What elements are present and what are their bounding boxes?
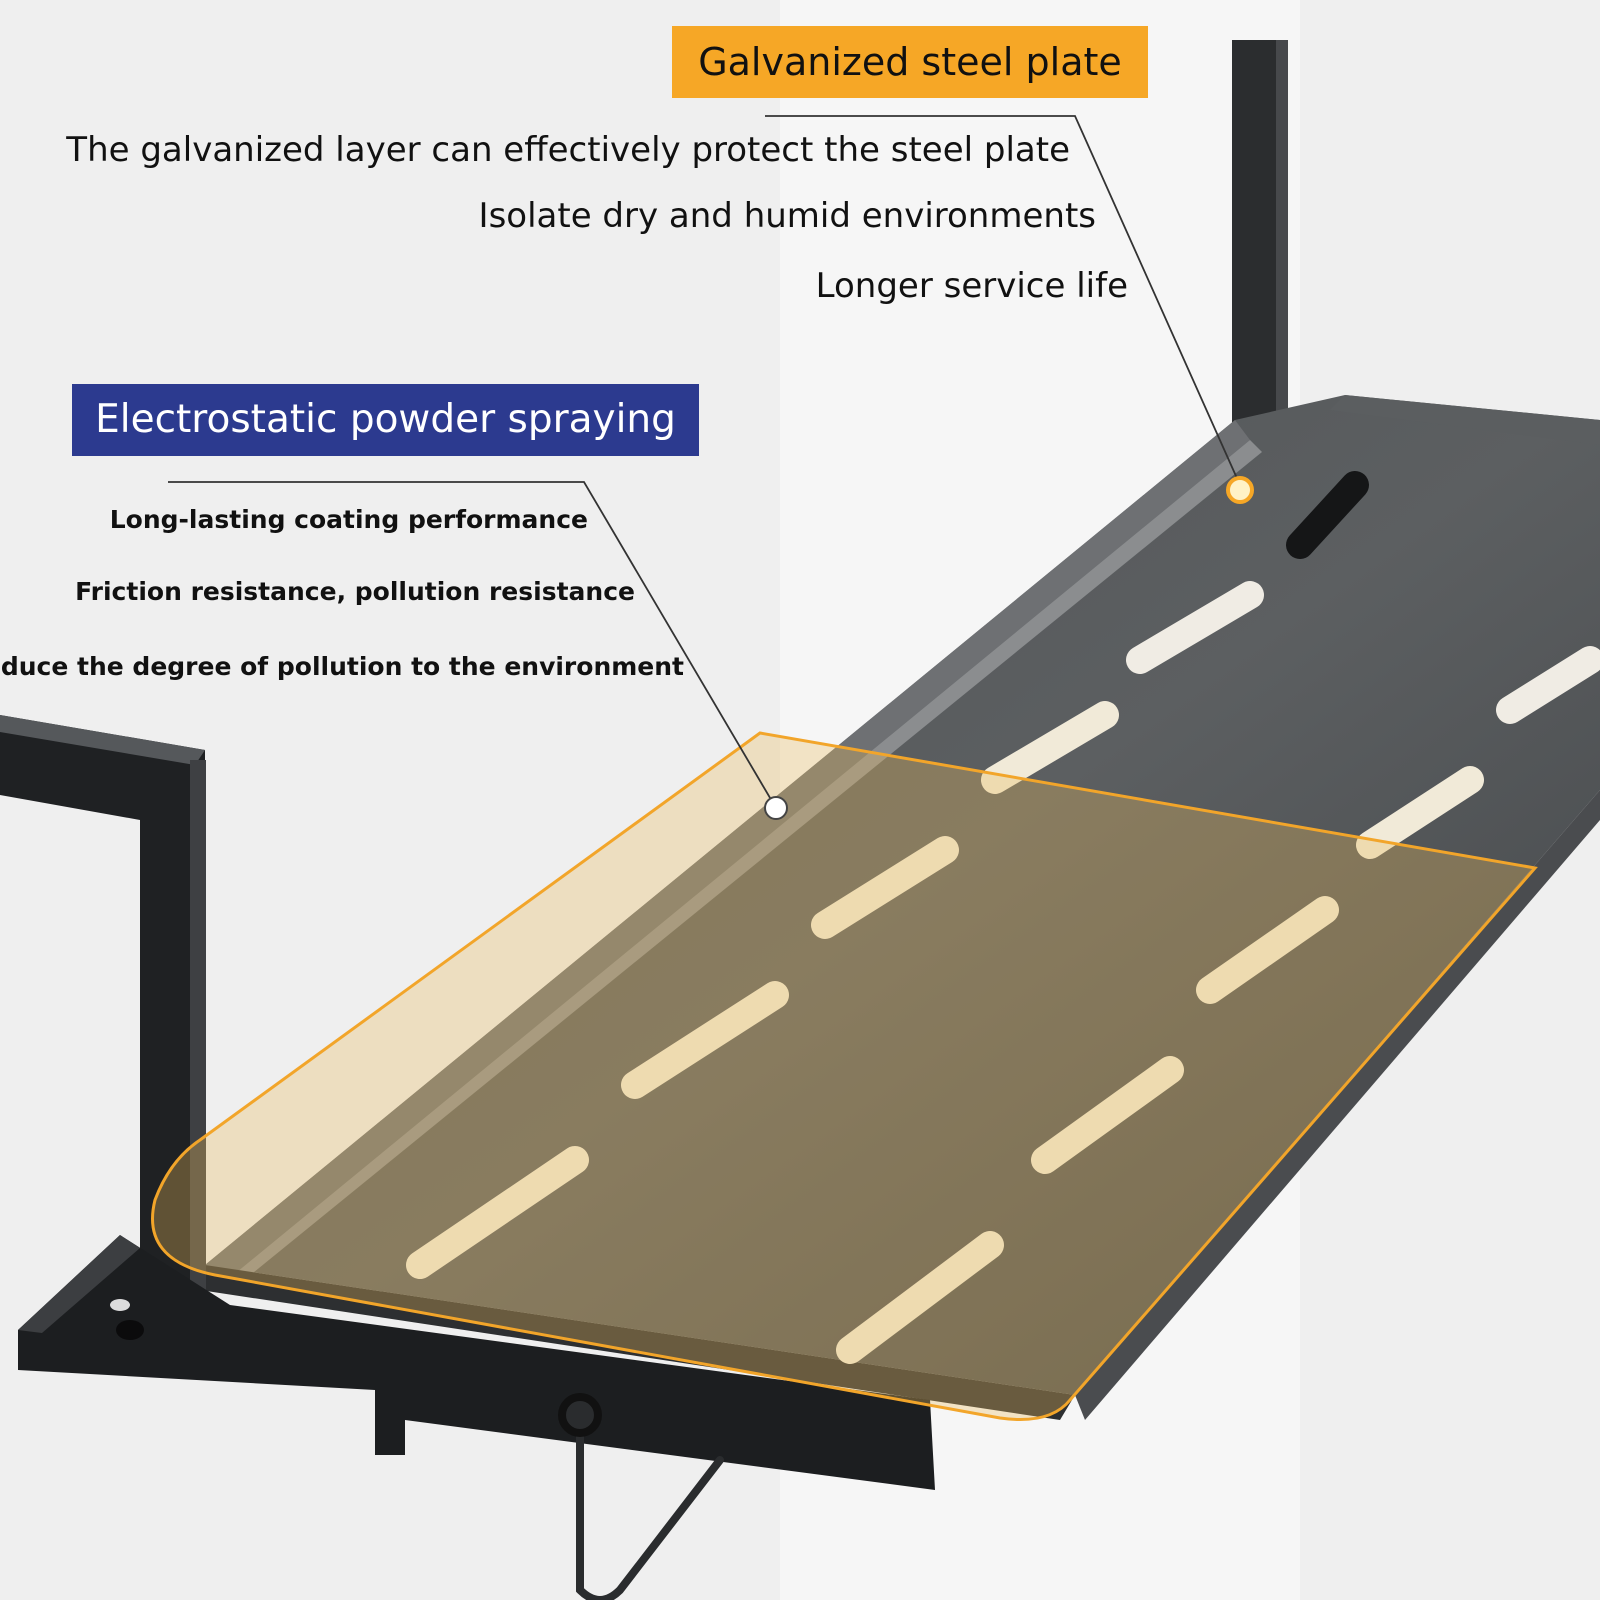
electrostatic-title-tag: Electrostatic powder spraying (72, 384, 699, 456)
galvanized-marker-dot (1226, 476, 1254, 504)
electrostatic-line-1: Long-lasting coating performance (109, 505, 588, 534)
left-bracket (0, 715, 206, 1300)
front-mount-bar (18, 1235, 935, 1490)
galvanized-title-tag: Galvanized steel plate (672, 26, 1148, 98)
towel-hook (558, 1393, 724, 1600)
right-bracket (1232, 40, 1288, 460)
coating-marker-dot (764, 796, 788, 820)
galvanized-line-3: Longer service life (815, 266, 1128, 306)
coating-overlay (151, 731, 1538, 1422)
galvanized-line-2: Isolate dry and humid environments (478, 196, 1096, 236)
shelf-tray (200, 395, 1600, 1420)
galvanized-line-1: The galvanized layer can effectively pro… (66, 130, 1070, 170)
electrostatic-line-2: Friction resistance, pollution resistanc… (75, 577, 635, 606)
shelf-slots (406, 471, 1600, 1364)
leader-lines (168, 115, 1241, 809)
electrostatic-line-3: reduce the degree of pollution to the en… (0, 652, 684, 681)
